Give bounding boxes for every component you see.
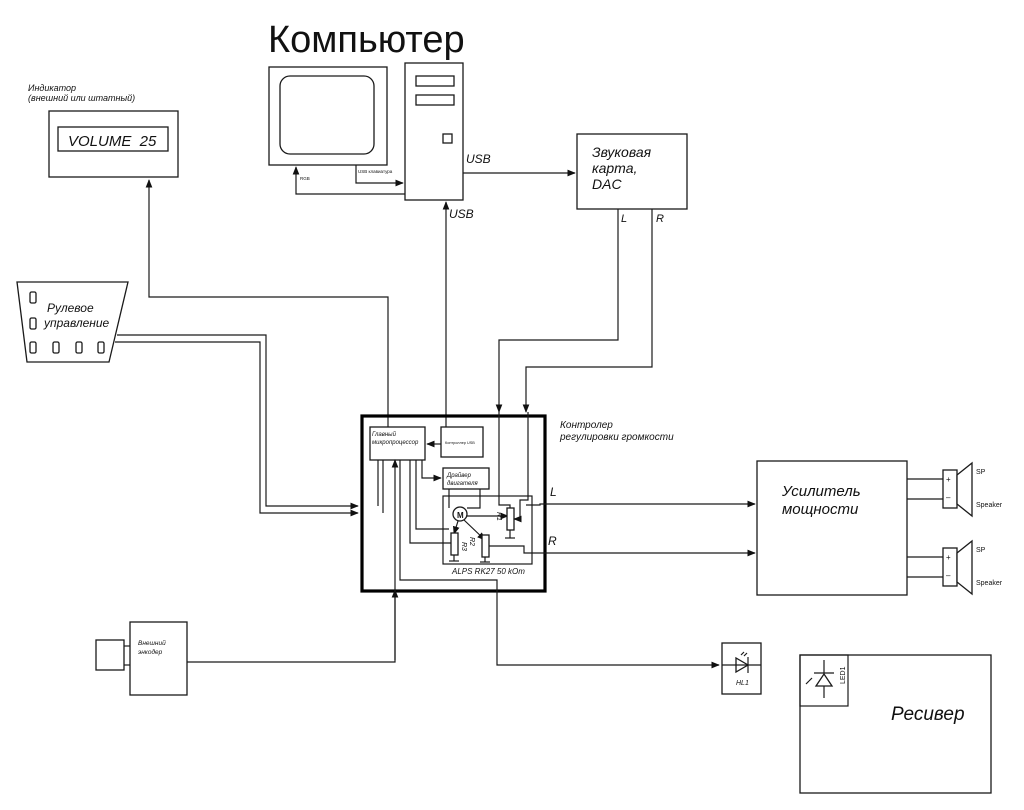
receiver-led-label: LED1 [840,666,847,684]
usb-bottom-label: USB [449,207,474,221]
speaker-2: + – SP Speaker [907,539,1003,596]
motor-label: M [457,511,464,520]
receiver-block: LED1 Ресивер [799,654,992,794]
usb-controller-block [440,426,484,458]
receiver-led-icon [814,672,834,687]
pot-module-box [442,495,533,565]
driver-line2: двигателя [447,481,479,487]
controller-caption: Контролер [560,420,613,431]
usb-controller-label: Контроллер USB [445,441,475,445]
out-right-label: R [548,534,557,548]
steering-wire-2 [115,341,359,517]
sound-card-line3: DAC [592,176,622,192]
encoder-block: Внешний энкодер [95,621,188,696]
steering-line2: управление [43,316,110,330]
motor-icon [452,506,468,522]
indicator-wire [145,179,389,429]
speaker-2-plus: + [946,553,951,562]
mcu-line2: микропроцессор [372,440,419,446]
indicator-display [57,126,169,152]
encoder-knob-icon [95,639,125,671]
driver-line1: Драйвер [446,472,472,479]
out-left-label: L [550,485,557,499]
speaker-2-label: SP [976,547,986,554]
usb-keyboard-label: USB клавиатура [358,169,393,174]
indicator-display-text: VOLUME 25 [68,133,157,150]
out-right-wire [489,545,756,557]
r2-resistor [481,534,490,558]
led-wire [399,460,720,669]
speaker-1-sublabel: Speaker [976,502,1003,509]
dac-right-label: R [656,213,664,225]
mcu-line1: Главный [372,431,397,438]
r1-label: R1 [495,512,502,521]
steering-wire-1 [117,334,359,510]
speaker-2-sublabel: Speaker [976,580,1003,587]
steering-control-block: Рулевое управление [16,281,129,363]
speaker-1-plus: + [946,475,951,484]
dac-left-wire [495,232,619,413]
sound-card-line2: карта, [592,160,637,176]
diagram-title: Компьютер [268,19,465,61]
amplifier-line1: Усилитель [781,483,861,500]
speaker-1-label: SP [976,469,986,476]
r3-label: R3 [460,542,467,551]
indicator-caption: Индикатор [28,83,76,93]
speaker-2-minus: – [946,571,951,580]
hl1-label: HL1 [736,680,749,687]
r1-resistor [506,507,515,531]
amplifier-block [756,460,908,596]
hl1-led-block: HL1 [721,642,762,695]
mcu-to-driver-wire [421,460,442,482]
indicator-block: Индикатор (внешний или штатный) VOLUME 2… [28,83,179,178]
dac-right-wire [522,232,653,413]
controller-caption-sub: регулировки громкости [559,432,674,443]
dac-left-label: L [621,213,627,225]
sound-card-line1: Звуковая [592,144,652,160]
out-left-wire [526,500,756,508]
receiver-label: Ресивер [891,704,965,725]
rgb-label: RGB [300,176,310,181]
encoder-line2: энкодер [138,648,163,656]
rgb-wire [292,166,405,195]
r3-resistor [450,532,459,556]
speaker-icon [956,539,973,596]
steering-line1: Рулевое [47,301,94,315]
pot-label: ALPS RK27 50 kOm [451,567,525,576]
indicator-caption-sub: (внешний или штатный) [28,93,135,103]
speaker-1: + – SP Speaker [907,461,1003,518]
speaker-icon [956,461,973,518]
receiver-led-box [799,654,849,707]
encoder-wire [187,589,399,663]
usb-right-label: USB [466,152,491,166]
motor-driver-block [442,467,490,490]
usb-keyboard-wire [355,165,404,187]
pc-tower-icon [404,62,464,201]
sound-card-block: Звуковая карта, DAC L R [576,133,688,232]
amplifier-line2: мощности [782,501,859,518]
speaker-1-minus: – [946,493,951,502]
encoder-line1: Внешний [138,639,166,647]
r2-label: R2 [468,537,475,546]
monitor-icon [268,66,388,166]
